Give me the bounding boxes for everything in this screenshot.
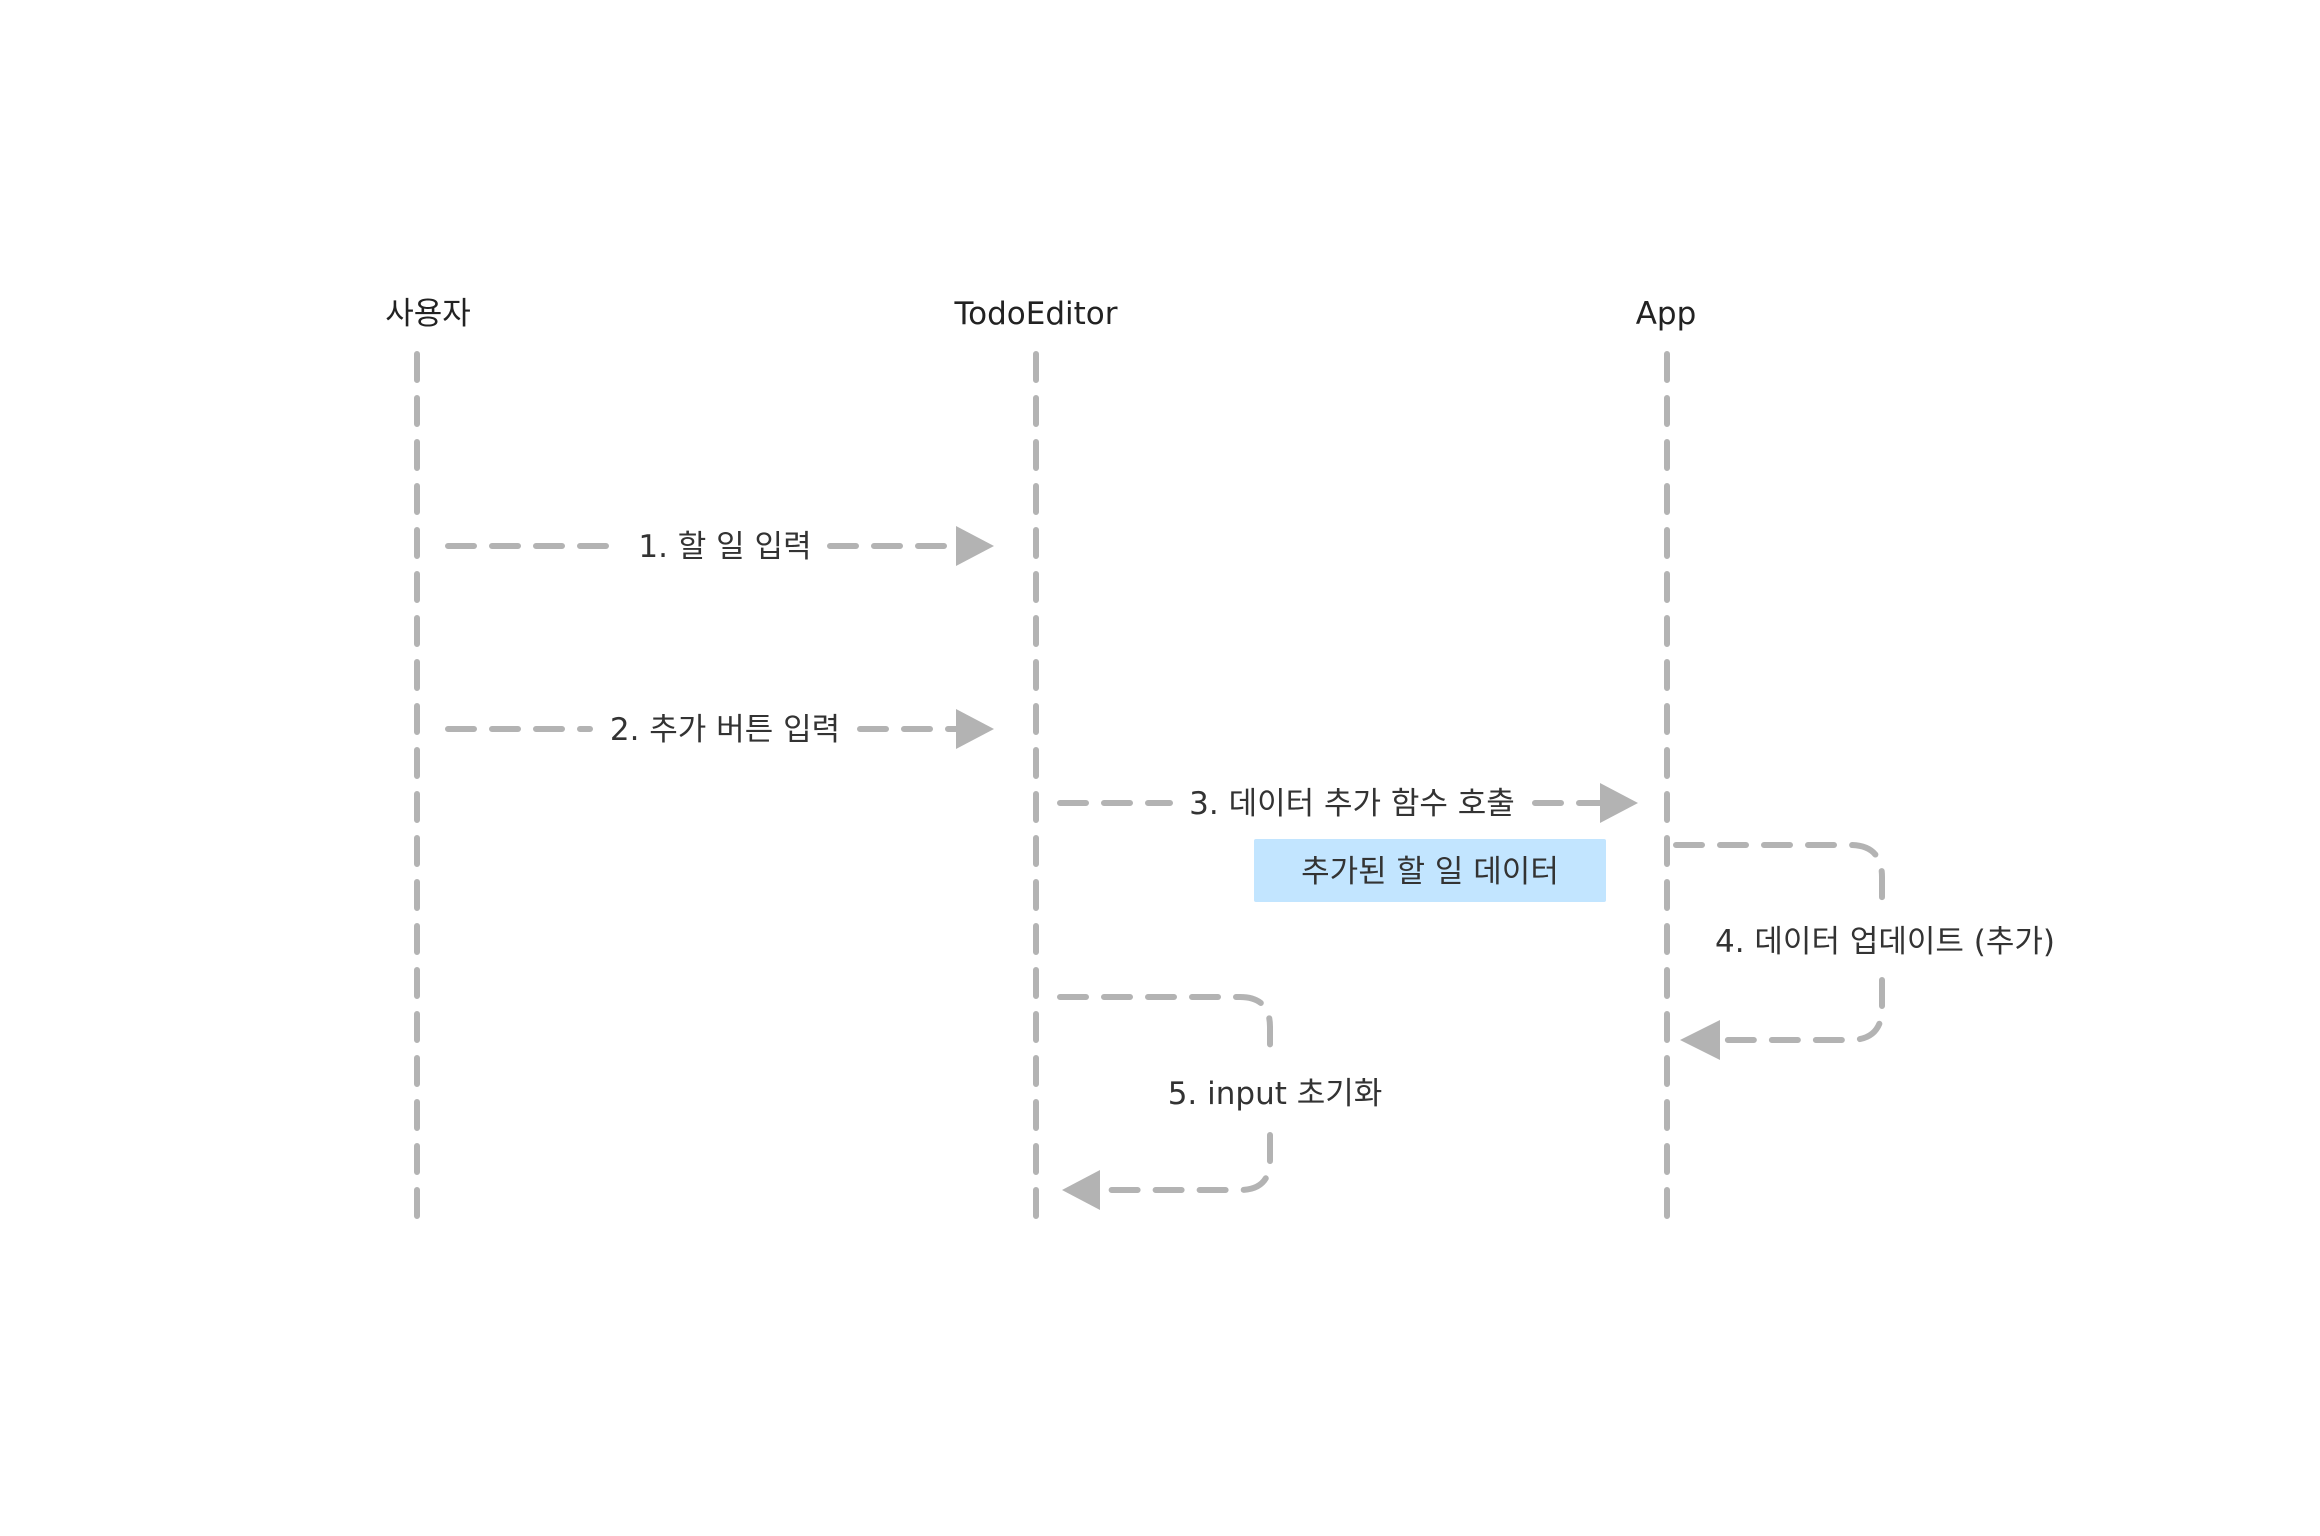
actor-label-editor: TodoEditor: [953, 296, 1117, 332]
arrow-head-icon: [956, 526, 994, 566]
actor-label-app: App: [1636, 296, 1697, 332]
message-label: 3. 데이터 추가 함수 호출: [1189, 786, 1515, 822]
message-label: 4. 데이터 업데이트 (추가): [1715, 924, 2055, 960]
note-box: [1254, 839, 1606, 902]
arrow-head-icon: [956, 709, 994, 749]
arrow-head-icon: [1600, 783, 1638, 823]
message-label: 2. 추가 버튼 입력: [610, 712, 840, 748]
message-4: 4. 데이터 업데이트 (추가): [1673, 842, 2055, 1060]
message-label: 5. input 초기화: [1168, 1076, 1383, 1112]
arrow-head-icon: [1062, 1170, 1100, 1210]
message-3: 3. 데이터 추가 함수 호출: [1057, 783, 1638, 823]
message-1: 1. 할 일 입력: [445, 526, 994, 566]
arrow-head-icon: [1680, 1020, 1720, 1060]
message-label: 1. 할 일 입력: [638, 529, 811, 565]
note-label: 추가된 할 일 데이터: [1301, 854, 1559, 890]
data-note: 추가된 할 일 데이터: [1254, 839, 1606, 902]
actor-label-user: 사용자: [385, 296, 471, 332]
message-5: 5. input 초기화: [1057, 994, 1383, 1210]
message-2: 2. 추가 버튼 입력: [445, 709, 994, 749]
